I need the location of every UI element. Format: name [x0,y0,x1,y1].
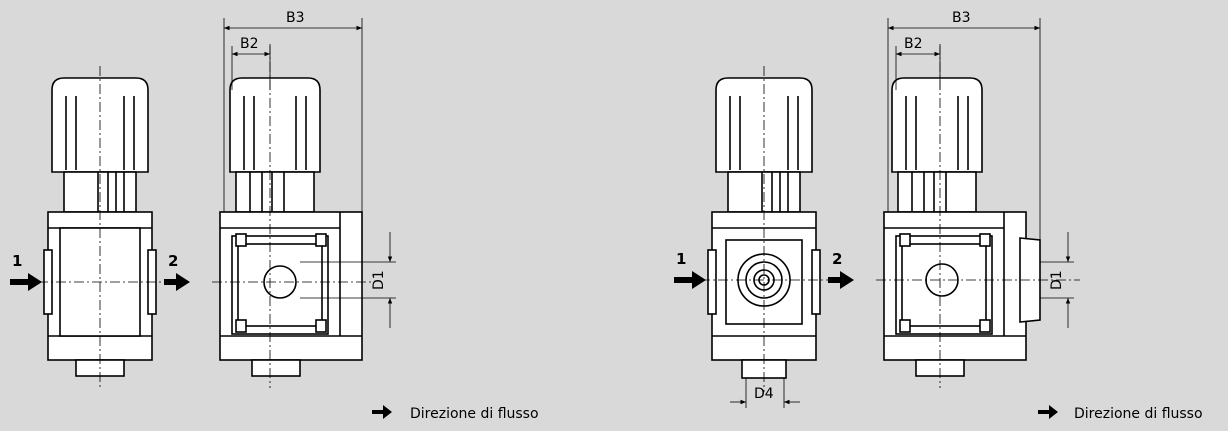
dim-b3-label: B3 [952,10,971,26]
left-side-view [212,44,372,388]
left-port-2-arrow: 2 [164,252,190,291]
dim-b2-label: B2 [240,36,259,52]
left-dimension-b3 [223,18,363,212]
legend-text: Direzione di flusso [410,406,539,422]
dim-d4-label: D4 [754,386,774,402]
port-1-label: 1 [12,252,22,270]
right-port-2-arrow: 2 [828,250,854,289]
right-drawing-group: D4 1 2 [674,10,1203,422]
left-dimension-b2 [231,46,271,90]
left-front-view [38,66,162,388]
adjusting-knob [891,77,983,173]
left-port-1-arrow: 1 [10,252,42,291]
legend-text: Direzione di flusso [1074,406,1203,422]
left-legend: Direzione di flusso [372,405,539,422]
right-arrow-icon [1038,405,1058,419]
right-port-1-arrow: 1 [674,250,706,289]
right-dimension-d1 [1040,232,1074,328]
right-side-view [876,44,1080,388]
right-dimension-b2 [895,46,941,90]
dim-d1-label: D1 [371,270,387,290]
dim-b3-label: B3 [286,10,305,26]
right-dimension-d4 [730,378,800,408]
left-drawing-group: 1 2 [10,10,539,422]
right-legend: Direzione di flusso [1038,405,1203,422]
dim-d1-label: D1 [1049,270,1065,290]
port-2-label: 2 [832,250,842,268]
right-dimension-b3 [887,18,1041,240]
dim-b2-label: B2 [904,36,923,52]
right-front-view [700,66,828,392]
port-1-label: 1 [676,250,686,268]
port-2-label: 2 [168,252,178,270]
right-arrow-icon [372,405,392,419]
left-dimension-d1 [300,232,396,328]
